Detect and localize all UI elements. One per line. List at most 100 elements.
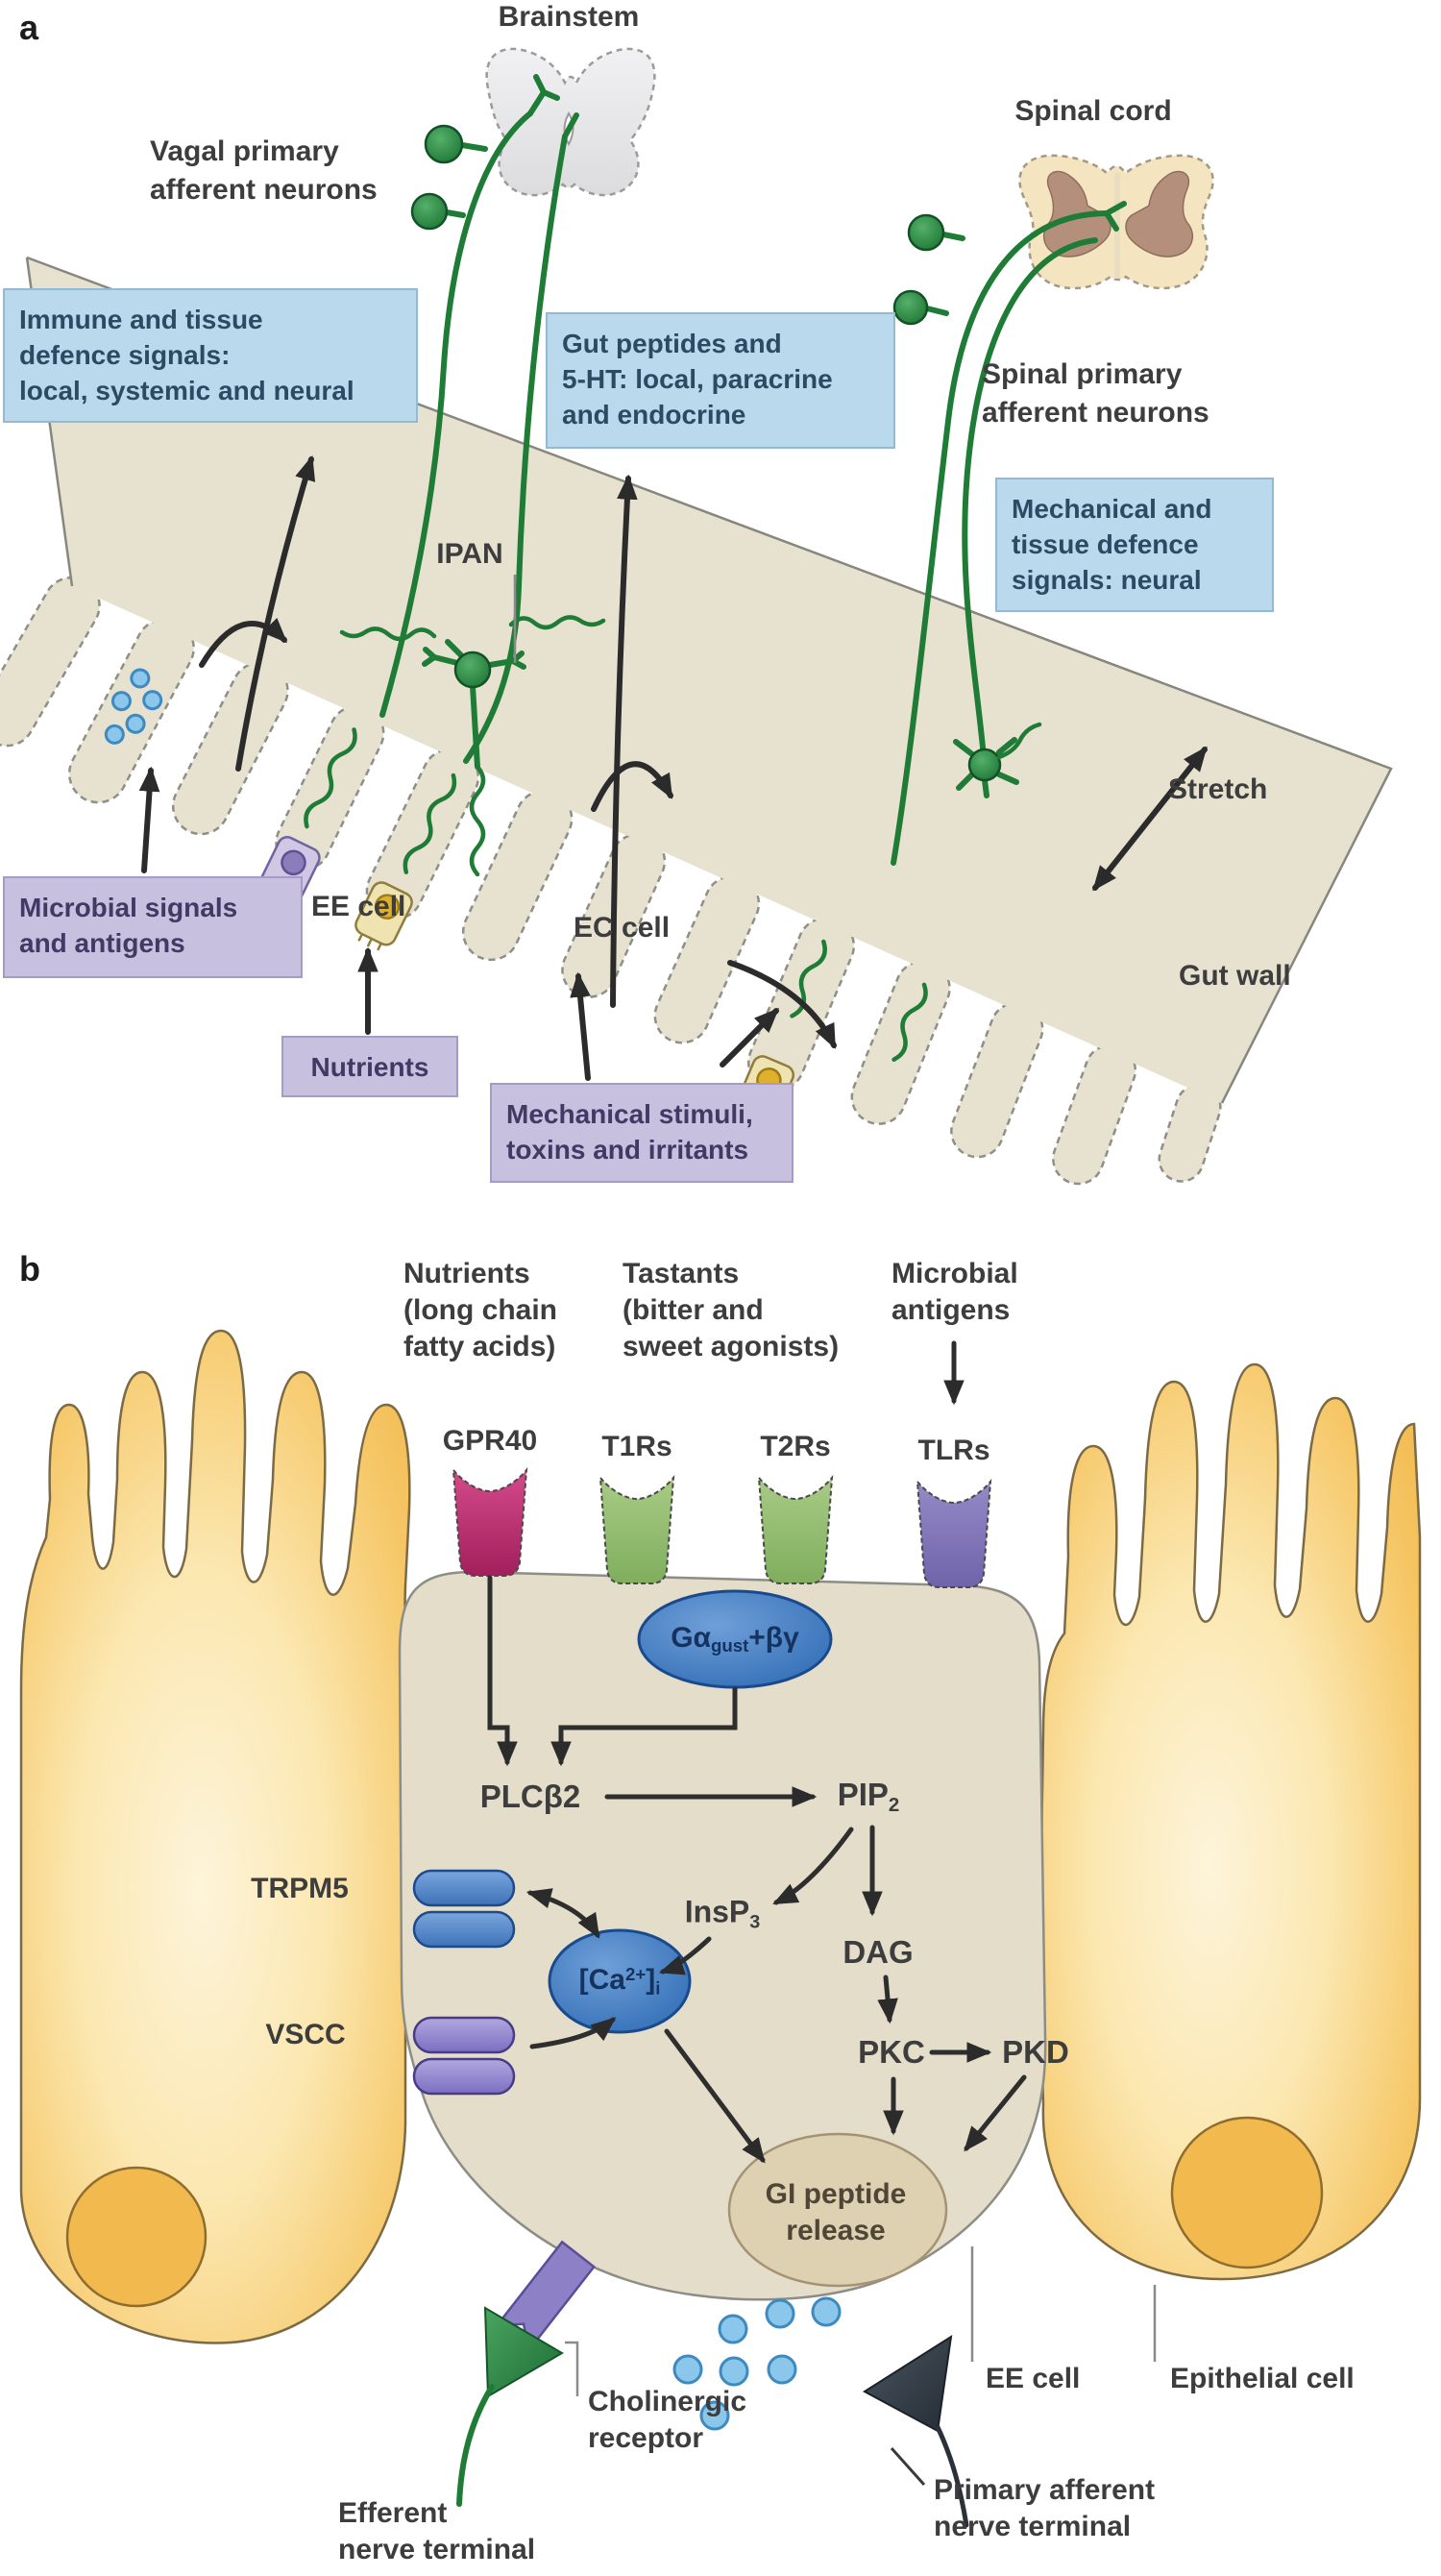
nutrients-box-label: Nutrients	[310, 1051, 429, 1082]
calcium-sub: i	[655, 1977, 661, 1999]
spinal-cord-label: Spinal cord	[1014, 95, 1172, 127]
efferent-label: Efferent	[338, 2497, 448, 2529]
trpm5-label: TRPM5	[251, 1873, 349, 1904]
immune-signals-box: Immune and tissue defence signals: local…	[3, 288, 418, 423]
spinal-soma	[892, 289, 929, 326]
pkc-label: PKC	[858, 2034, 925, 2070]
mechanical-neural-line: Mechanical and	[1012, 494, 1212, 524]
microbial-signals-box: Microbial signals and antigens	[3, 876, 303, 978]
calcium-pre: [Ca	[578, 1964, 625, 1997]
dag-label: DAG	[843, 1934, 914, 1970]
ee-cell-label-a: EE cell	[311, 891, 406, 922]
g-protein-rest: +βγ	[748, 1621, 799, 1654]
g-protein-main: Gα	[671, 1621, 712, 1654]
gut-peptides-line: and endocrine	[562, 400, 746, 429]
insp3-main: InsP	[684, 1894, 750, 1929]
receptor-t1rs	[598, 1474, 675, 1584]
vagal-afferent-fibers	[379, 74, 579, 764]
peptide-vesicles	[672, 2296, 842, 2431]
vscc-label: VSCC	[265, 2019, 346, 2050]
pip2-main: PIP	[837, 1777, 889, 1813]
efferent-terminal	[456, 2306, 564, 2507]
spinal-soma	[907, 213, 945, 252]
stretch-arrow	[1092, 746, 1208, 892]
receptor-gpr40	[452, 1466, 528, 1577]
vscc-channel	[412, 2016, 516, 2096]
gut-peptides-line: 5-HT: local, paracrine	[562, 364, 833, 394]
afferent-terminal	[863, 2334, 969, 2528]
tastants-label: (bitter and	[623, 1294, 764, 1326]
vagal-neurons-label: Vagal primary	[150, 135, 339, 167]
t2rs-label: T2Rs	[760, 1431, 831, 1462]
brainstem-label: Brainstem	[498, 1, 640, 33]
panel-b-arrows	[487, 1340, 1027, 2164]
primary-afferent-label: nerve terminal	[934, 2511, 1132, 2542]
mechanical-neural-line: tissue defence	[1012, 529, 1199, 559]
gi-release-ellipse	[727, 2132, 948, 2288]
pip2-label: PIP2	[838, 1777, 900, 1817]
tastants-label: sweet agonists)	[623, 1331, 840, 1362]
gpr40-label: GPR40	[442, 1425, 538, 1457]
vagal-soma	[424, 124, 464, 164]
ec-cell-glyph	[354, 881, 413, 951]
mechanical-neural-box: Mechanical and tissue defence signals: n…	[995, 478, 1274, 612]
spinal-neurons-label: Spinal primary	[982, 358, 1183, 390]
spinal-neurons-label: afferent neurons	[982, 397, 1209, 429]
spinal-cord-shape	[1018, 154, 1214, 290]
submucosal-neuron	[953, 722, 1042, 798]
immune-signals-line: Immune and tissue	[19, 305, 263, 334]
nutrients-box: Nutrients	[281, 1036, 458, 1097]
efferent-label: nerve terminal	[338, 2534, 536, 2565]
receptor-tlrs	[916, 1478, 992, 1588]
cholinergic-label: receptor	[588, 2422, 704, 2454]
vagal-soma	[410, 192, 449, 231]
t1rs-label: T1Rs	[601, 1431, 672, 1462]
gut-peptides-box: Gut peptides and 5-HT: local, paracrine …	[546, 312, 895, 449]
afferent-leader	[890, 2446, 926, 2487]
nutrients-b-label: (long chain	[403, 1294, 557, 1326]
g-protein-label: Gαgust+βγ	[671, 1622, 799, 1656]
mechanical-stimuli-line: Mechanical stimuli,	[506, 1099, 753, 1129]
insp3-label: InsP3	[685, 1895, 761, 1934]
gut-wall-label: Gut wall	[1179, 960, 1291, 992]
nutrients-b-label: Nutrients	[403, 1258, 530, 1289]
stretch-label: Stretch	[1168, 773, 1268, 805]
panel-a-tag: a	[19, 8, 39, 47]
nutrients-b-label: fatty acids)	[403, 1331, 556, 1362]
calcium-ellipse	[548, 1928, 692, 2034]
epithelial-cell-left	[19, 1329, 425, 2344]
insp3-sub: 3	[749, 1911, 761, 1933]
tlrs-label: TLRs	[917, 1435, 990, 1466]
mechanical-stimuli-box: Mechanical stimuli, toxins and irritants	[490, 1083, 794, 1183]
panel-b-tag: b	[19, 1249, 40, 1288]
ipan-label: IPAN	[436, 538, 503, 570]
microbial-signals-line: and antigens	[19, 928, 185, 958]
microbial-particles	[104, 668, 163, 745]
panel-a-arrows	[138, 454, 1208, 1081]
calcium-post: ]	[646, 1964, 656, 1997]
cholinergic-label: Cholinergic	[588, 2386, 747, 2417]
spinal-afferent-fibers	[891, 201, 1127, 866]
pkd-label: PKD	[1002, 2034, 1069, 2070]
gi-release-label: GI peptide	[765, 2178, 907, 2210]
epithelial-cell-right	[1038, 1362, 1422, 2281]
nucleus-right	[1170, 2116, 1324, 2269]
microbial-b-label: Microbial	[891, 1258, 1018, 1289]
calcium-sup: 2+	[624, 1963, 647, 1984]
g-protein-sub: gust	[711, 1635, 749, 1656]
microbial-signals-line: Microbial signals	[19, 893, 238, 922]
calcium-label: [Ca2+]i	[579, 1964, 661, 1999]
mechanical-neural-line: signals: neural	[1012, 565, 1202, 595]
mechanical-stimuli-line: toxins and irritants	[506, 1135, 749, 1165]
epithelial-cell-label: Epithelial cell	[1170, 2363, 1355, 2394]
nucleus-left	[65, 2166, 208, 2308]
receptor-t2rs	[757, 1474, 834, 1584]
gut-wall-band	[27, 258, 1391, 1103]
tastants-label: Tastants	[623, 1258, 740, 1289]
trpm5-channel	[412, 1869, 516, 1949]
cholinergic-leader	[565, 2341, 579, 2396]
primary-afferent-label: Primary afferent	[934, 2474, 1156, 2506]
pip2-sub: 2	[888, 1793, 900, 1816]
